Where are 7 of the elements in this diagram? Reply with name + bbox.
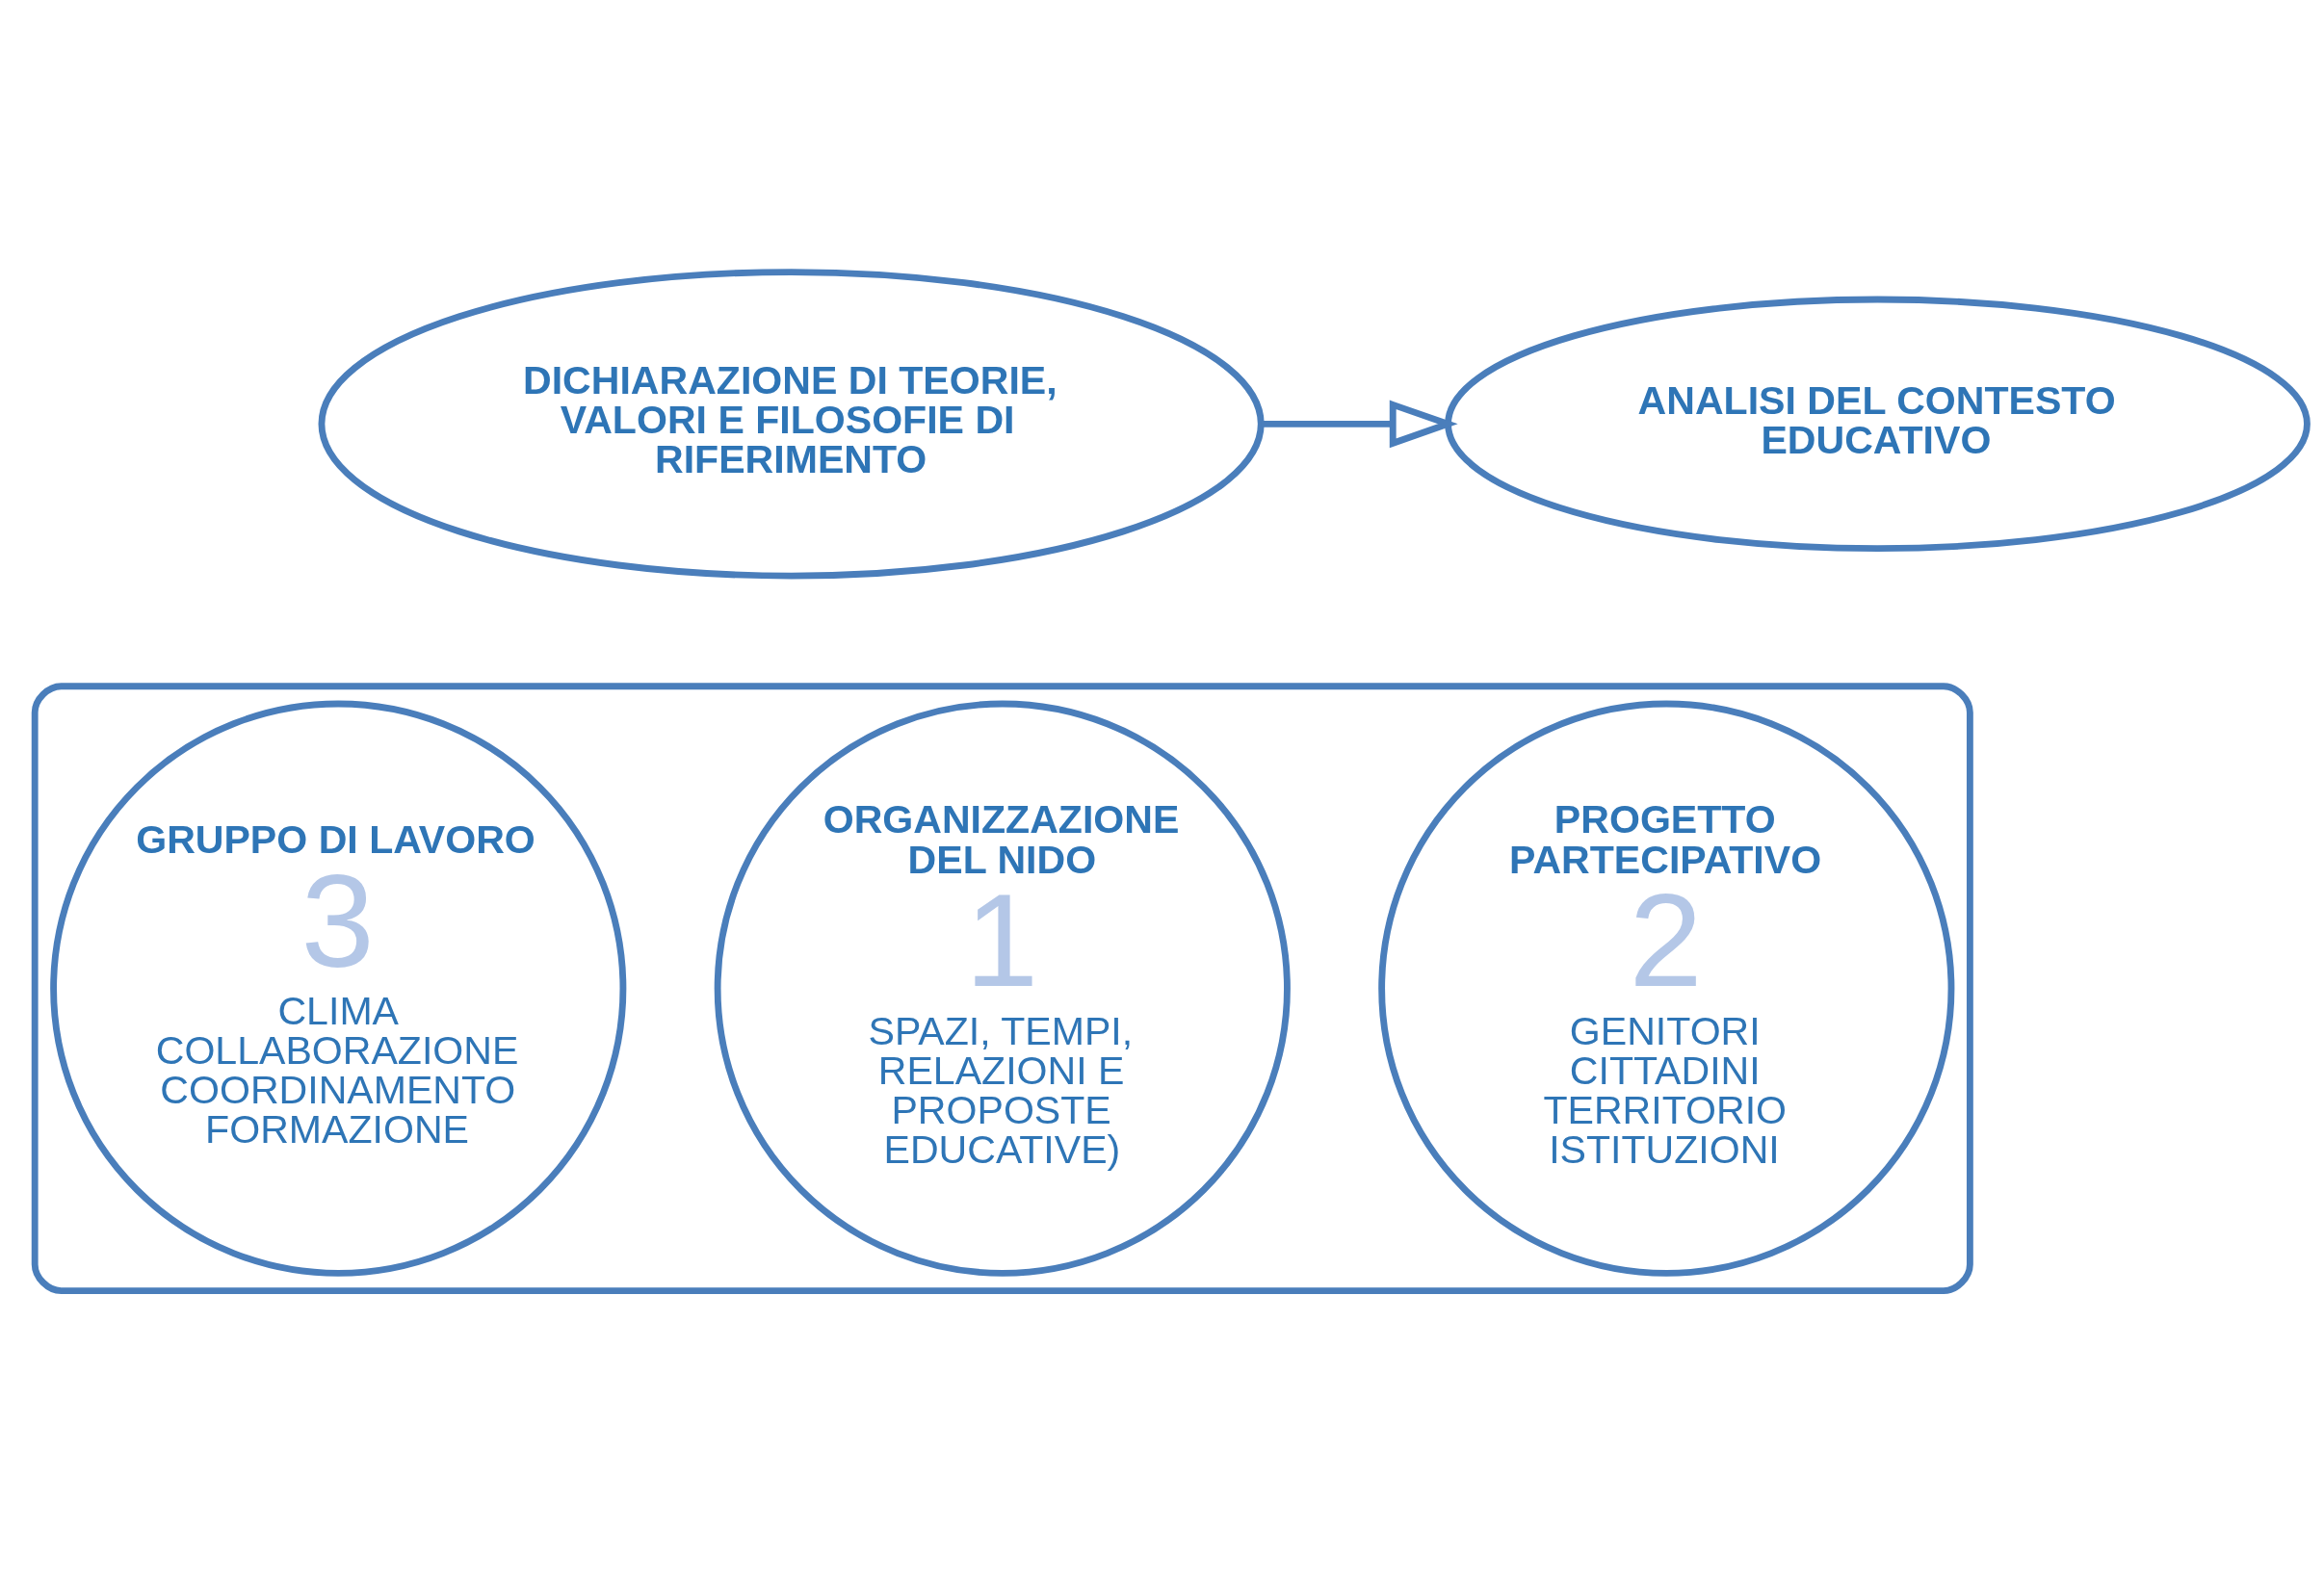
- arrow: [1261, 400, 1458, 449]
- node-circle: PROGETTO PARTECIPATIVO 2 GENITORI CITTADINI TERRITORIO ISTITUZIONI: [1378, 700, 1955, 1277]
- node-ellipse: ANALISI DEL CONTESTO EDUCATIVO: [1445, 296, 2311, 553]
- cluster: [31, 683, 1973, 1295]
- node-circle: GRUPPO DI LAVORO 3 CLIMA COLLABORAZIONE COORDINAMENTO FORMAZIONE: [50, 700, 627, 1277]
- node-circle: ORGANIZZAZIONE DEL NIDO 1 SPAZI, TEMPI, RELAZIONI E PROPOSTE EDUCATIVE): [714, 700, 1291, 1277]
- node-ellipse: DICHIARAZIONE DI TEORIE, VALORI E FILOSOFIE DI RIFERIMENTO: [318, 269, 1265, 580]
